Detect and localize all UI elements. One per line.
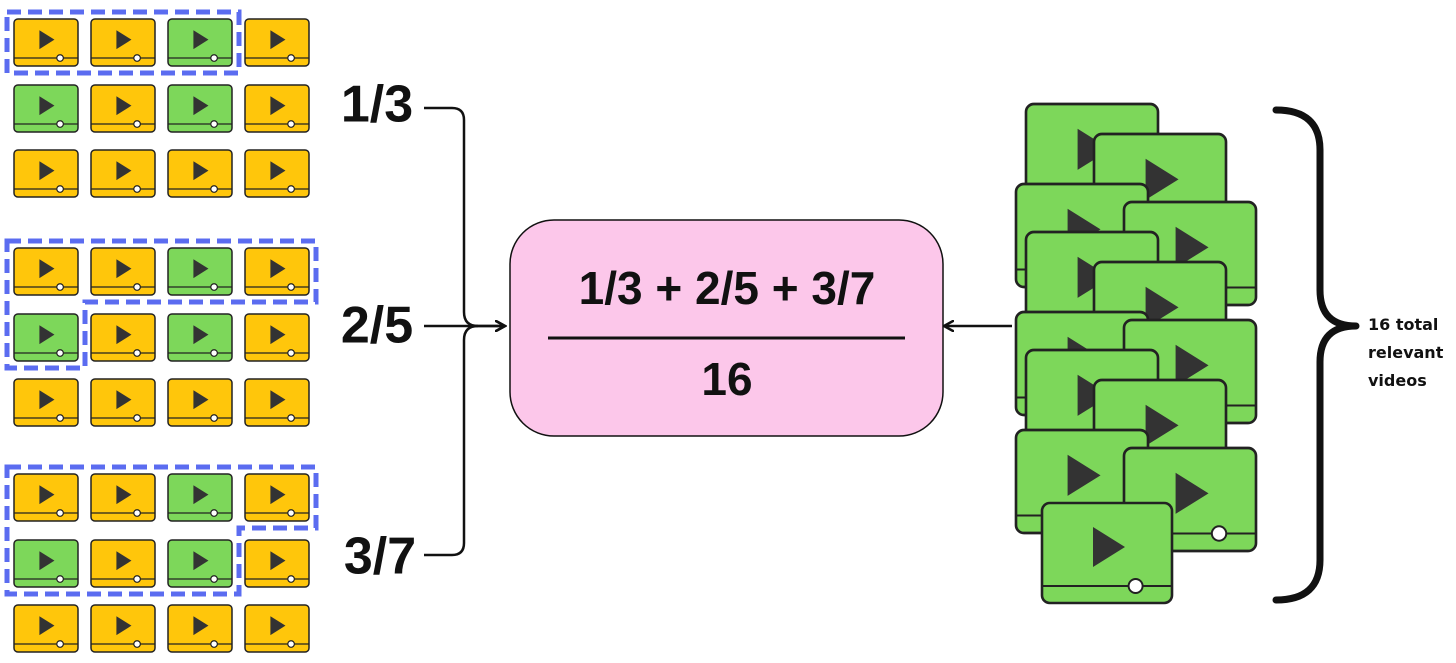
- formula-numerator: 1/3 + 2/5 + 3/7: [579, 262, 876, 314]
- video-thumb-irrelevant-3-3-1: [13, 604, 79, 653]
- play-icon: [39, 616, 55, 636]
- video-thumb-irrelevant-1-3-2: [90, 149, 156, 198]
- ratio-label-3: 3/7: [344, 528, 416, 586]
- play-icon: [193, 390, 209, 410]
- play-icon: [116, 551, 132, 571]
- video-thumb-irrelevant-2-1-2: [90, 247, 156, 296]
- highlight-outline: [4, 464, 319, 597]
- play-icon: [193, 551, 209, 571]
- video-thumb-irrelevant-3-2-4: [244, 539, 310, 588]
- play-icon: [116, 96, 132, 116]
- ranking-grid-2: [4, 238, 319, 427]
- video-thumb-irrelevant-3-1-1: [13, 473, 79, 522]
- highlight-outline: [4, 9, 242, 76]
- play-icon: [270, 616, 286, 636]
- play-icon: [39, 325, 55, 345]
- video-thumb-irrelevant-3-3-4: [244, 604, 310, 653]
- video-thumb-irrelevant-2-1-4: [244, 247, 310, 296]
- video-thumb-relevant-3-2-3: [167, 539, 233, 588]
- play-icon: [1175, 472, 1209, 514]
- video-thumb-relevant-3-2-1: [13, 539, 79, 588]
- ranking-grid-3: [4, 464, 319, 653]
- play-icon: [270, 96, 286, 116]
- video-thumb-irrelevant-2-3-3: [167, 378, 233, 427]
- video-thumb-irrelevant-2-3-2: [90, 378, 156, 427]
- play-icon: [1145, 286, 1179, 328]
- video-thumb-relevant-3-1-3: [167, 473, 233, 522]
- video-thumb-irrelevant-3-3-3: [167, 604, 233, 653]
- play-icon: [1175, 344, 1209, 386]
- formula-denominator: 16: [701, 353, 752, 405]
- play-icon: [39, 551, 55, 571]
- play-icon: [116, 616, 132, 636]
- video-thumb-relevant-1-1-3: [167, 18, 233, 67]
- video-thumb-relevant-1-2-1: [13, 84, 79, 133]
- relevant-video-13: [1040, 501, 1174, 605]
- play-icon: [39, 96, 55, 116]
- play-icon: [116, 30, 132, 50]
- video-thumb-irrelevant-1-1-4: [244, 18, 310, 67]
- play-icon: [39, 161, 55, 181]
- play-icon: [116, 325, 132, 345]
- video-thumb-irrelevant-1-2-4: [244, 84, 310, 133]
- total-relevant-label: 16 total relevant videos: [1368, 315, 1444, 390]
- play-icon: [270, 259, 286, 279]
- video-thumb-irrelevant-1-3-1: [13, 149, 79, 198]
- connector-top: [424, 106, 505, 326]
- play-icon: [270, 390, 286, 410]
- ranking-grid-1: [4, 9, 310, 198]
- play-icon: [116, 485, 132, 505]
- play-icon: [1145, 158, 1179, 200]
- video-thumb-irrelevant-3-3-2: [90, 604, 156, 653]
- ratio-label-1: 1/3: [341, 76, 413, 134]
- ratio-label-2: 2/5: [341, 297, 413, 355]
- video-thumb-irrelevant-2-3-1: [13, 378, 79, 427]
- video-thumb-irrelevant-3-1-4: [244, 473, 310, 522]
- video-thumb-relevant-2-2-3: [167, 313, 233, 362]
- play-icon: [116, 390, 132, 410]
- play-icon: [116, 161, 132, 181]
- play-icon: [1067, 454, 1101, 496]
- video-thumb-irrelevant-1-1-2: [90, 18, 156, 67]
- play-icon: [1093, 527, 1125, 567]
- play-icon: [1145, 404, 1179, 446]
- play-icon: [39, 390, 55, 410]
- play-icon: [193, 485, 209, 505]
- formula-box: [509, 219, 944, 437]
- play-icon: [270, 161, 286, 181]
- video-thumb-irrelevant-2-3-4: [244, 378, 310, 427]
- video-thumb-irrelevant-2-2-2: [90, 313, 156, 362]
- video-thumb-irrelevant-2-1-1: [13, 247, 79, 296]
- play-icon: [270, 485, 286, 505]
- video-thumb-relevant-2-2-1: [13, 313, 79, 362]
- video-thumb-irrelevant-1-3-3: [167, 149, 233, 198]
- play-icon: [1175, 226, 1209, 268]
- play-icon: [193, 325, 209, 345]
- video-thumb-irrelevant-1-1-1: [13, 18, 79, 67]
- play-icon: [270, 30, 286, 50]
- play-icon: [193, 259, 209, 279]
- play-icon: [193, 30, 209, 50]
- video-thumb-irrelevant-2-2-4: [244, 313, 310, 362]
- play-icon: [39, 485, 55, 505]
- play-icon: [270, 325, 286, 345]
- relevant-video-pile: [1014, 102, 1258, 605]
- video-thumb-relevant-2-1-3: [167, 247, 233, 296]
- video-thumb-irrelevant-1-2-2: [90, 84, 156, 133]
- highlight-outline: [4, 238, 319, 371]
- video-thumb-relevant-1-2-3: [167, 84, 233, 133]
- play-icon: [270, 551, 286, 571]
- connector-bottom: [424, 324, 479, 557]
- video-thumb-irrelevant-3-2-2: [90, 539, 156, 588]
- play-icon: [116, 259, 132, 279]
- curly-brace: [1272, 106, 1360, 604]
- play-icon: [193, 161, 209, 181]
- video-thumb-irrelevant-3-1-2: [90, 473, 156, 522]
- play-icon: [193, 96, 209, 116]
- video-thumb-irrelevant-1-3-4: [244, 149, 310, 198]
- play-icon: [39, 30, 55, 50]
- play-icon: [39, 259, 55, 279]
- play-icon: [193, 616, 209, 636]
